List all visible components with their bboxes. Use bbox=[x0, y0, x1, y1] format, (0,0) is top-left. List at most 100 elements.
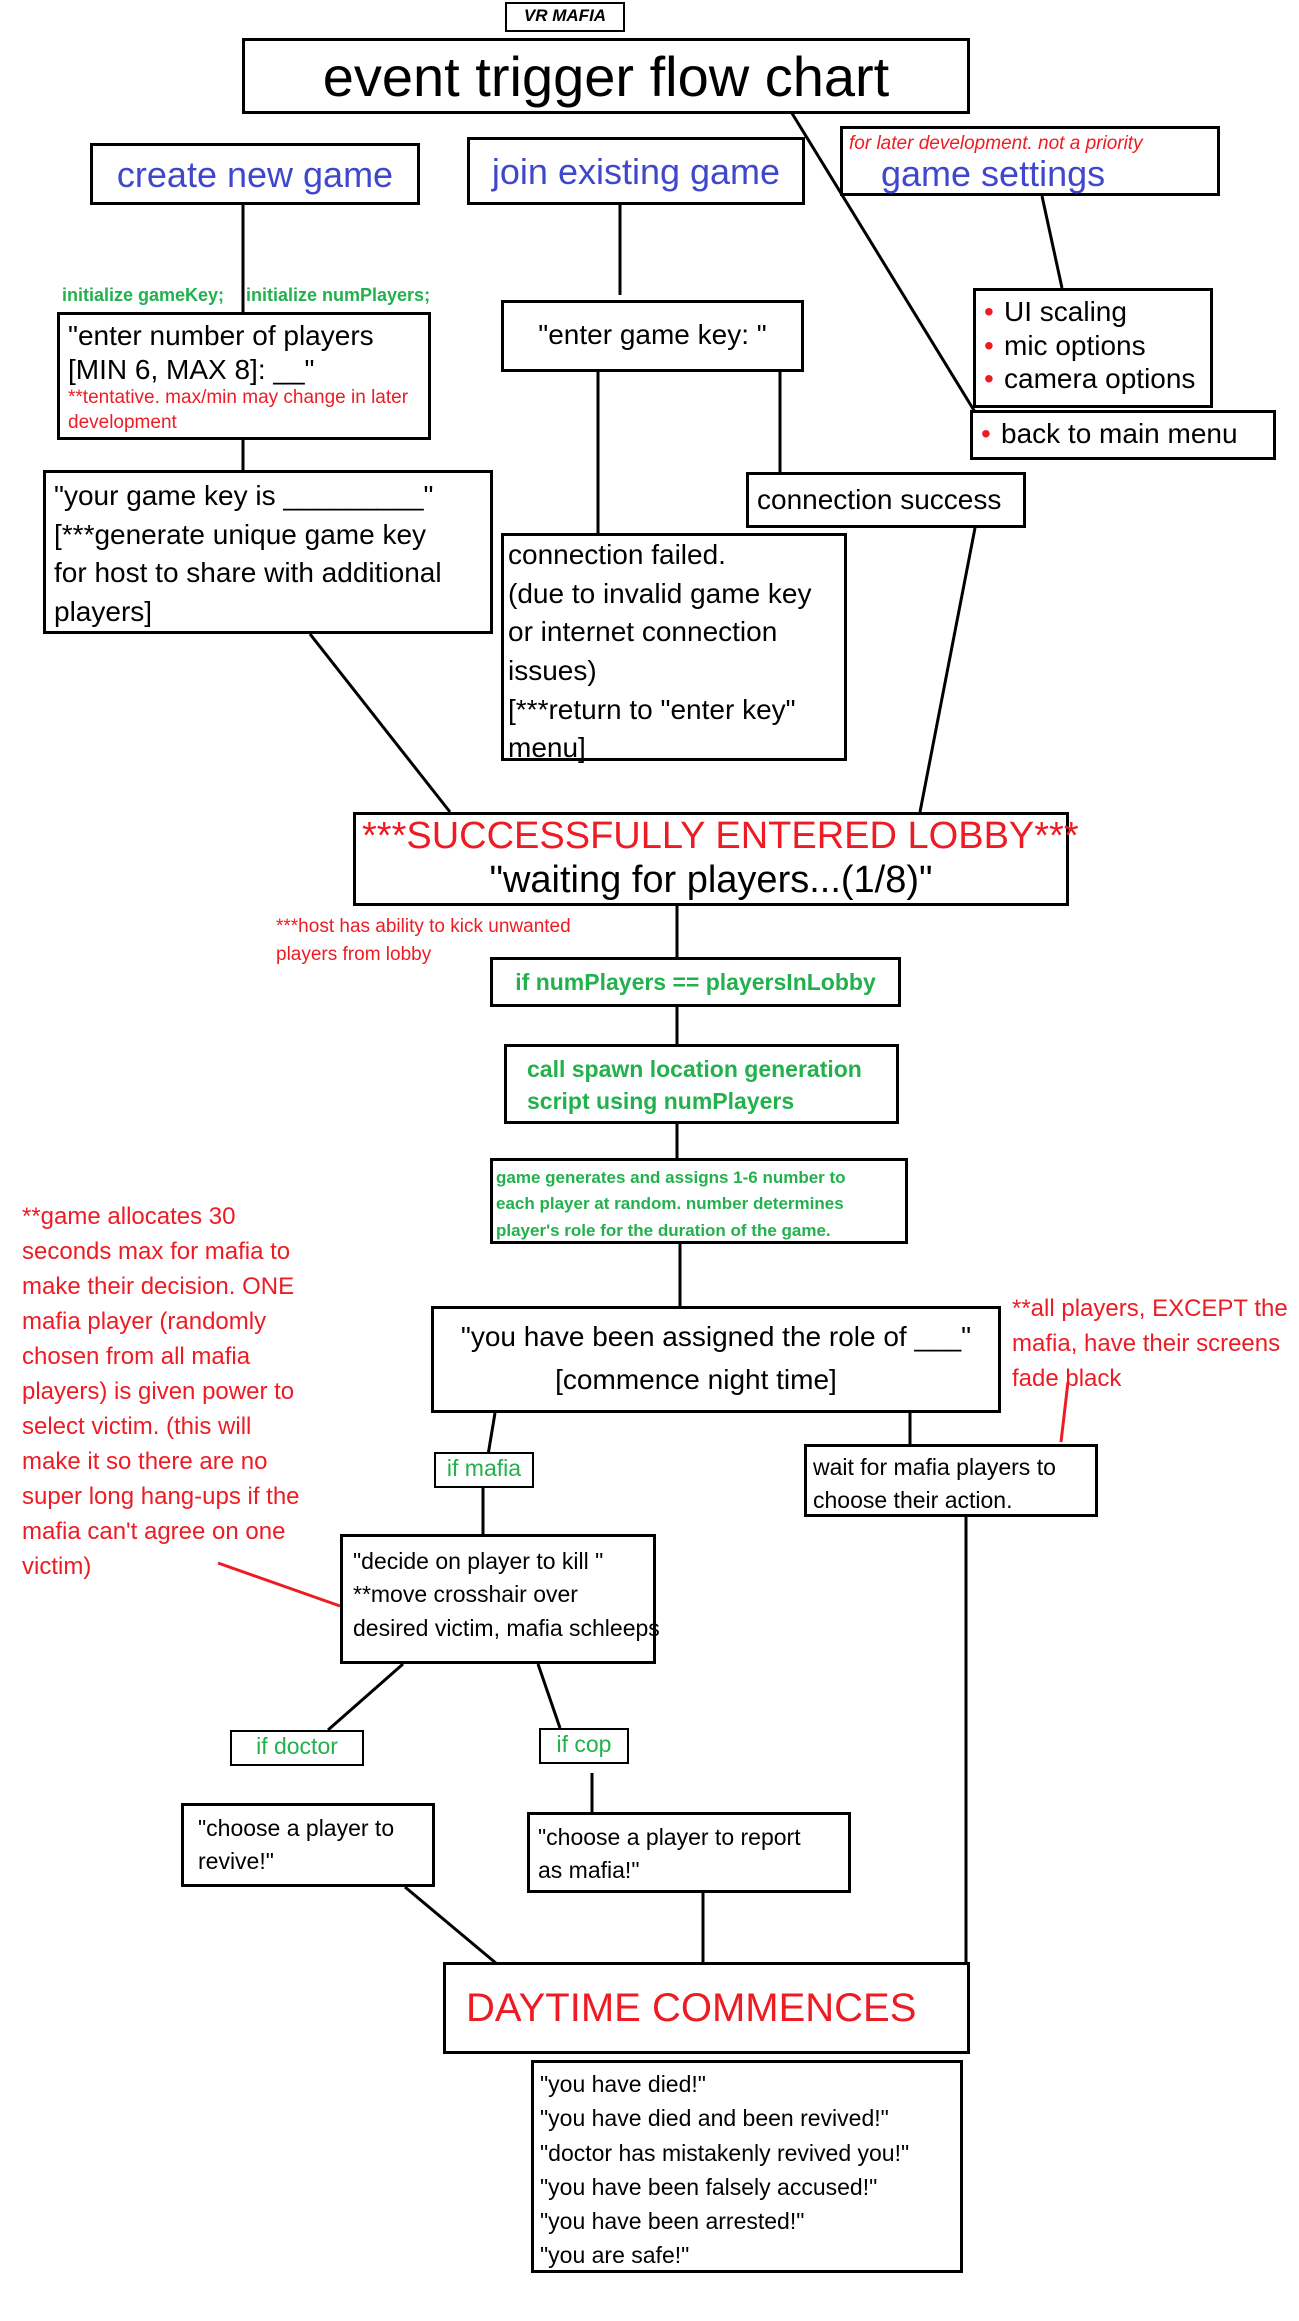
enter-players-line-2: [MIN 6, MAX 8]: __" bbox=[68, 353, 315, 385]
connector-revive-day bbox=[404, 1885, 498, 1966]
back-to-main-menu-box[interactable]: back to main menu bbox=[970, 410, 1276, 460]
assign-line-3: player's role for the duration of the ga… bbox=[496, 1220, 831, 1240]
option-ui-scaling[interactable]: UI scaling bbox=[982, 295, 1204, 329]
enter-game-key-box[interactable]: "enter game key: " bbox=[501, 300, 804, 372]
connection-failed-box: connection failed. (due to invalid game … bbox=[501, 533, 847, 763]
create-new-game-box[interactable]: create new game bbox=[90, 143, 420, 205]
lobby-box: ***SUCCESSFULLY ENTERED LOBBY*** "waitin… bbox=[353, 812, 1079, 906]
revive-line-2: revive!" bbox=[198, 1848, 274, 1875]
screens-note-line-1: **all players, EXCEPT the bbox=[1012, 1295, 1288, 1322]
wait-line-2: choose their action. bbox=[813, 1487, 1013, 1514]
outcome-2: "you have died and been revived!" bbox=[540, 2105, 889, 2132]
mafia-note-line-4: mafia player (randomly bbox=[22, 1308, 267, 1336]
connector-role-mafia bbox=[486, 1412, 497, 1456]
failed-line-4: issues) bbox=[508, 654, 597, 686]
mafia-note-line-11: victim) bbox=[22, 1553, 92, 1581]
lobby-title: ***SUCCESSFULLY ENTERED LOBBY*** bbox=[362, 815, 1079, 857]
chart-title-text: event trigger flow chart bbox=[322, 45, 890, 108]
if-doctor-label: if doctor bbox=[256, 1733, 338, 1759]
chart-title: event trigger flow chart bbox=[242, 38, 970, 114]
mafia-note-line-5: chosen from all mafia bbox=[22, 1343, 251, 1371]
screens-note-line-3: fade black bbox=[1012, 1364, 1122, 1392]
revive-box[interactable]: "choose a player to revive!" bbox=[181, 1803, 435, 1887]
game-key-line-1: "your game key is _________" bbox=[54, 480, 434, 511]
outcome-3: "doctor has mistakenly revived you!" bbox=[540, 2139, 910, 2166]
outcomes-box: "you have died!" "you have died and been… bbox=[531, 2060, 963, 2273]
mafia-note-line-10: mafia can't agree on one bbox=[22, 1518, 286, 1546]
game-key-line-3: for host to share with additional bbox=[54, 557, 442, 589]
if-cop-box: if cop bbox=[539, 1728, 629, 1764]
back-to-main-menu-label: back to main menu bbox=[979, 417, 1267, 451]
failed-line-5: [***return to "enter key" bbox=[508, 693, 796, 725]
wait-mafia-box: wait for mafia players to choose their a… bbox=[804, 1444, 1098, 1517]
role-assigned-box: "you have been assigned the role of ___"… bbox=[431, 1306, 1001, 1413]
connector-decide-doctor bbox=[327, 1662, 404, 1732]
if-mafia-label: if mafia bbox=[446, 1455, 522, 1481]
daytime-box: DAYTIME COMMENCES bbox=[443, 1962, 970, 2054]
mafia-note-line-2: seconds max for mafia to bbox=[22, 1238, 291, 1266]
failed-line-3: or internet connection bbox=[508, 616, 778, 648]
connection-success-box: connection success bbox=[746, 472, 1026, 528]
game-key-line-2: [***generate unique game key bbox=[54, 518, 427, 550]
mafia-note-line-8: make it so there are no bbox=[22, 1448, 268, 1476]
init-gamekey-label: initialize gameKey; bbox=[62, 285, 225, 305]
screens-note-line-2: mafia, have their screens bbox=[1012, 1329, 1281, 1357]
vr-mafia-tag: VR MAFIA bbox=[505, 2, 625, 32]
report-box[interactable]: "choose a player to report as mafia!" bbox=[527, 1812, 851, 1893]
game-settings-box[interactable]: for later development. not a priority ga… bbox=[840, 126, 1220, 196]
commence-night-label: [commence night time] bbox=[555, 1364, 837, 1396]
num-players-condition-box: if numPlayers == playersInLobby bbox=[490, 957, 901, 1007]
failed-line-2: (due to invalid game key bbox=[508, 577, 812, 609]
decide-kill-box[interactable]: "decide on player to kill " **move cross… bbox=[340, 1534, 660, 1664]
assign-line-2: each player at random. number determines bbox=[496, 1194, 844, 1214]
decide-line-1: "decide on player to kill " bbox=[353, 1548, 604, 1574]
enter-players-box[interactable]: "enter number of players [MIN 6, MAX 8]:… bbox=[57, 312, 431, 440]
failed-line-6: menu] bbox=[508, 732, 586, 764]
connector-key-lobby bbox=[308, 633, 452, 813]
mafia-note-line-6: players) is given power to bbox=[22, 1378, 295, 1406]
game-settings-label: game settings bbox=[881, 152, 1106, 194]
report-line-1: "choose a player to report bbox=[538, 1824, 801, 1850]
wait-line-1: wait for mafia players to bbox=[813, 1454, 1056, 1480]
option-mic[interactable]: mic options bbox=[982, 329, 1204, 363]
screens-fade-note: **all players, EXCEPT the mafia, have th… bbox=[1012, 1292, 1288, 1396]
revive-line-1: "choose a player to bbox=[198, 1815, 395, 1841]
role-assignment-box: game generates and assigns 1-6 number to… bbox=[490, 1158, 908, 1244]
join-existing-game-label: join existing game bbox=[491, 151, 781, 192]
kick-note-line-2: players from lobby bbox=[276, 943, 432, 965]
outcome-6: "you are safe!" bbox=[540, 2242, 690, 2269]
failed-line-1: connection failed. bbox=[508, 539, 726, 570]
enter-players-note: **tentative. max/min may change in later… bbox=[68, 387, 409, 433]
decide-line-3: desired victim, mafia schleeps bbox=[353, 1614, 660, 1641]
report-line-2: as mafia!" bbox=[538, 1857, 640, 1884]
mafia-note-line-9: super long hang-ups if the bbox=[22, 1483, 300, 1511]
lobby-waiting: "waiting for players...(1/8)" bbox=[489, 858, 933, 901]
kick-note: ***host has ability to kick unwanted pla… bbox=[276, 913, 571, 968]
join-existing-game-box[interactable]: join existing game bbox=[467, 137, 805, 205]
outcome-1: "you have died!" bbox=[540, 2071, 706, 2097]
connection-success-label: connection success bbox=[757, 484, 1002, 515]
game-key-line-4: players] bbox=[54, 595, 153, 627]
settings-options-box: UI scaling mic options camera options bbox=[973, 288, 1213, 408]
kick-note-line-1: ***host has ability to kick unwanted bbox=[276, 916, 571, 937]
enter-players-line-1: "enter number of players bbox=[68, 320, 374, 351]
decide-line-2: **move crosshair over bbox=[353, 1581, 578, 1608]
option-camera[interactable]: camera options bbox=[982, 362, 1204, 396]
mafia-note-line-3: make their decision. ONE bbox=[22, 1273, 295, 1301]
if-cop-label: if cop bbox=[556, 1731, 612, 1757]
mafia-note-line-1: **game allocates 30 bbox=[22, 1203, 236, 1230]
if-mafia-box: if mafia bbox=[434, 1452, 534, 1488]
spawn-script-box: call spawn location generation script us… bbox=[504, 1044, 899, 1124]
init-numplayers-label: initialize numPlayers; bbox=[246, 285, 431, 305]
create-new-game-label: create new game bbox=[116, 154, 394, 195]
spawn-line-1: call spawn location generation bbox=[527, 1056, 862, 1082]
mafia-time-note: **game allocates 30 seconds max for mafi… bbox=[22, 1199, 300, 1584]
connector-success-lobby bbox=[918, 527, 977, 813]
connector-decide-cop bbox=[536, 1663, 562, 1729]
settings-options-list: UI scaling mic options camera options bbox=[982, 295, 1204, 396]
assign-line-1: game generates and assigns 1-6 number to bbox=[496, 1168, 846, 1187]
num-players-condition-label: if numPlayers == playersInLobby bbox=[515, 969, 876, 995]
if-doctor-box: if doctor bbox=[230, 1730, 364, 1766]
daytime-title: DAYTIME COMMENCES bbox=[466, 1986, 917, 2030]
